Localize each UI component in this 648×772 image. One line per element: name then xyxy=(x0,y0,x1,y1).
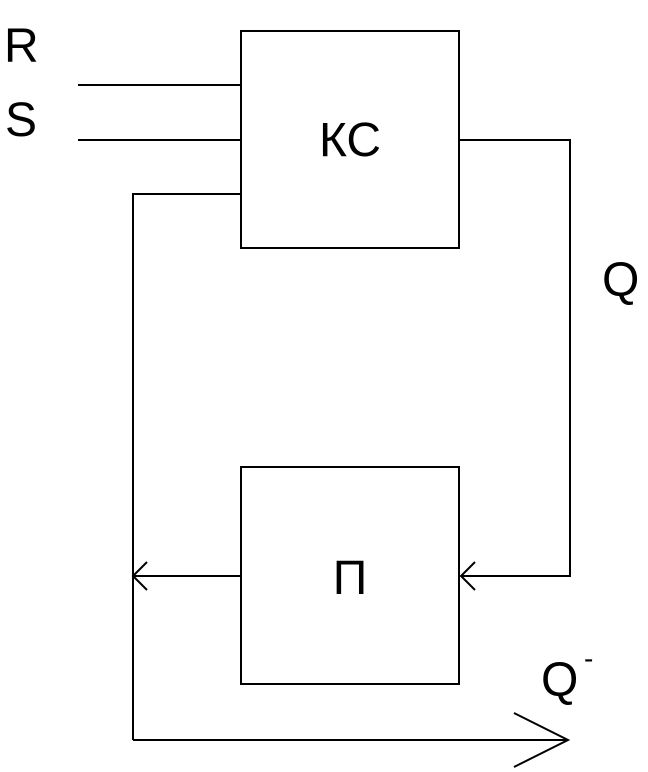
q-bar-arrow-head xyxy=(513,712,571,768)
q-output-line xyxy=(459,139,571,577)
q-bar-superscript: - xyxy=(584,643,593,674)
ks-block-label: КС xyxy=(319,114,381,167)
feedback-line xyxy=(132,193,241,740)
s-label: S xyxy=(5,94,37,147)
q-label: Q xyxy=(602,254,639,307)
r-label: R xyxy=(4,20,39,73)
q-arrow-head xyxy=(459,561,476,591)
q-bar-label: Q xyxy=(541,654,578,707)
p-block-label: П xyxy=(333,552,368,605)
